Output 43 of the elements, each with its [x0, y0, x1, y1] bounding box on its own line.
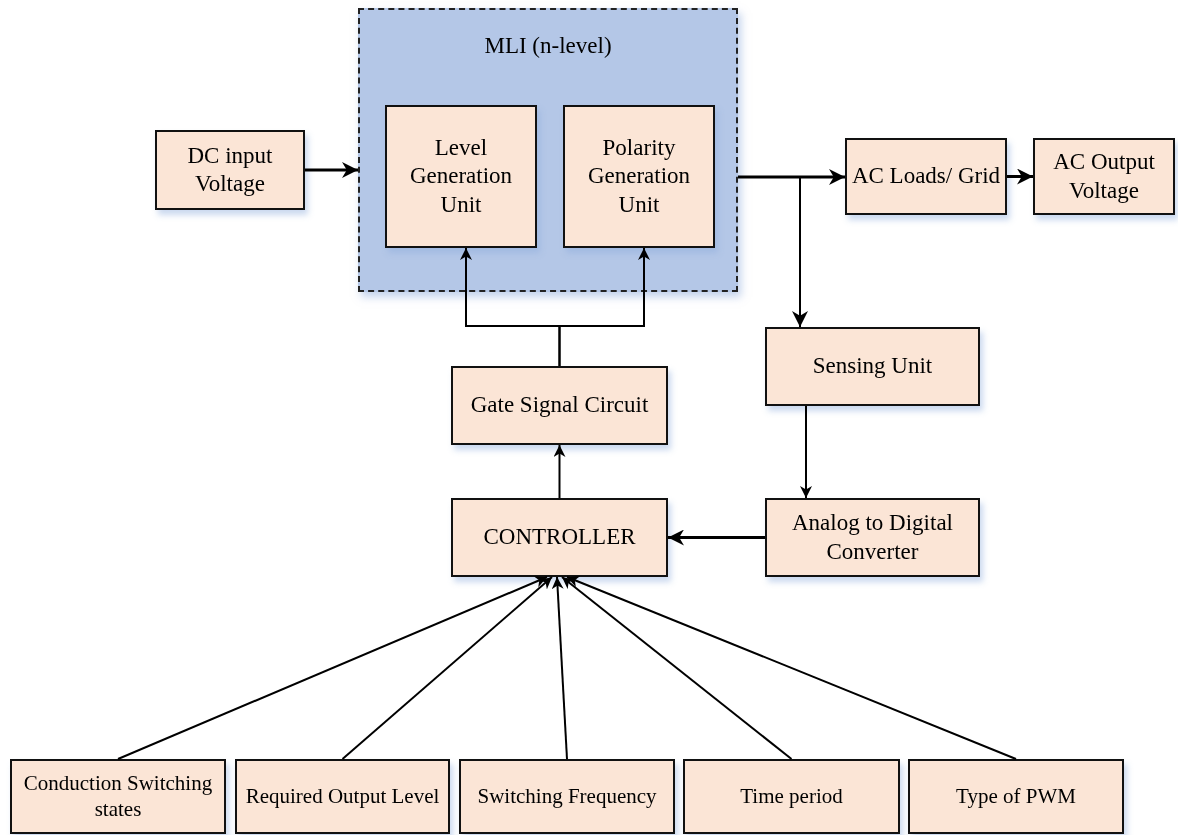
- arrow: [1007, 168, 1033, 185]
- box-label: Sensing Unit: [811, 352, 934, 381]
- arrow: [668, 529, 765, 546]
- process-box: [563, 105, 715, 248]
- process-box: [10, 759, 226, 834]
- box-label: Conduction Switching states: [22, 770, 214, 823]
- group-box: [358, 8, 738, 292]
- process-box: [765, 327, 980, 406]
- arrow: [117, 576, 548, 760]
- box-label: AC Output Voltage: [1052, 148, 1156, 205]
- box-label: DC input Voltage: [186, 141, 274, 198]
- group-title: MLI (n-level): [483, 32, 613, 60]
- box-label: CONTROLLER: [482, 523, 637, 552]
- process-box: [908, 759, 1124, 834]
- arrow: [737, 176, 808, 328]
- box-label: Analog to Digital Converter: [791, 509, 954, 566]
- arrow: [800, 405, 812, 499]
- arrow: [738, 169, 845, 185]
- arrow: [558, 247, 650, 367]
- process-box: [765, 498, 980, 577]
- process-box: [451, 498, 668, 577]
- process-box: [1033, 138, 1175, 215]
- process-box: [459, 759, 675, 834]
- arrow: [561, 576, 793, 760]
- arrow: [553, 444, 566, 499]
- box-label: Time period: [739, 783, 844, 810]
- process-box: [235, 759, 450, 834]
- box-label: Type of PWM: [955, 783, 1077, 810]
- process-box: [845, 138, 1007, 215]
- arrow: [341, 576, 553, 760]
- box-label: Switching Frequency: [476, 783, 658, 810]
- box-label: AC Loads/ Grid: [850, 162, 1002, 191]
- arrow: [551, 576, 568, 760]
- arrow: [305, 162, 358, 178]
- box-label: Polarity Generation Unit: [586, 134, 692, 219]
- box-label: Gate Signal Circuit: [469, 391, 650, 420]
- process-box: [155, 130, 305, 210]
- process-box: [451, 366, 668, 445]
- process-box: [683, 759, 900, 834]
- process-box: [385, 105, 537, 248]
- box-label: Required Output Level: [244, 783, 441, 810]
- box-label: Level Generation Unit: [408, 134, 514, 219]
- arrow: [566, 575, 1017, 760]
